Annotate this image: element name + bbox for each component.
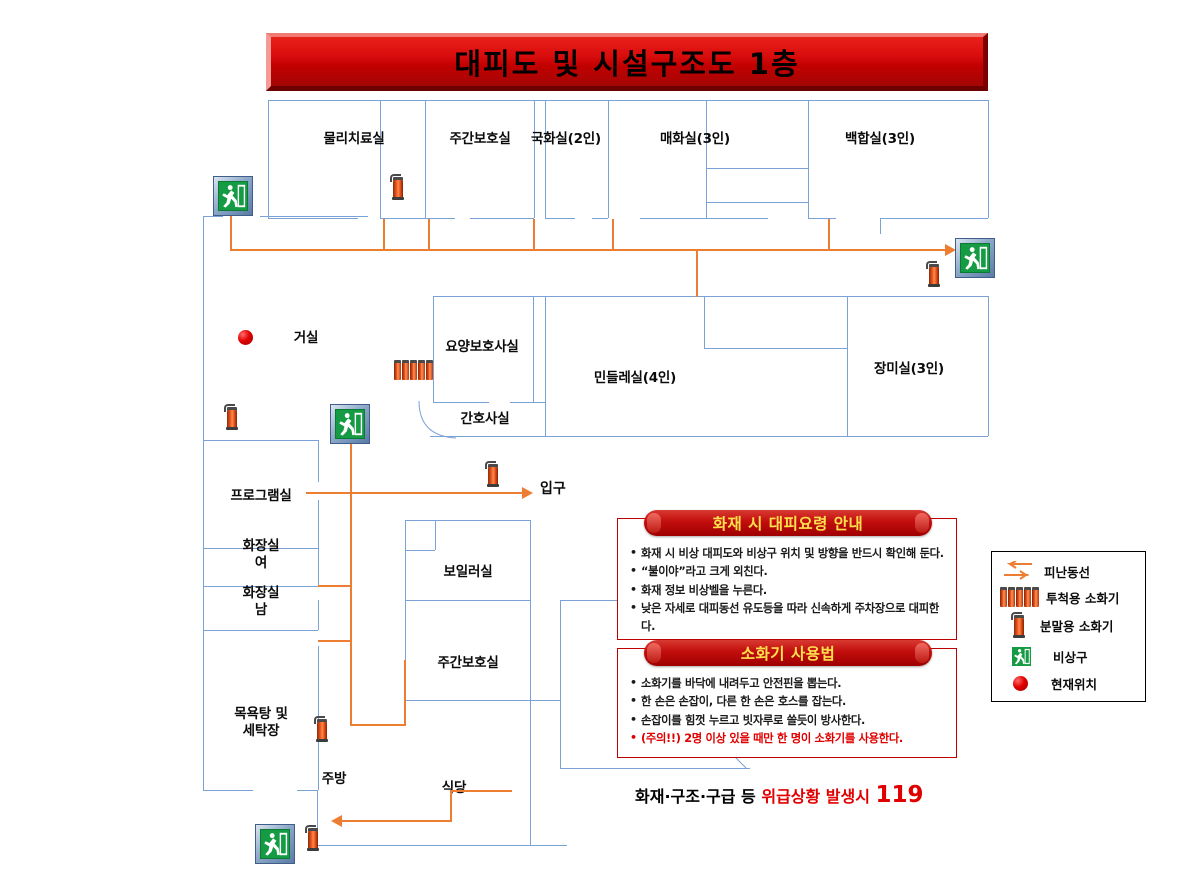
page-title: 대피도 및 시설구조도 1층 (266, 33, 988, 91)
emergency-highlight: 위급상황 발생시 (761, 787, 876, 806)
powder-extinguisher-icon-physio (389, 174, 407, 200)
evacuation-route-icon (1002, 561, 1034, 581)
bullet-item: “불이야”라고 크게 외친다. (628, 562, 946, 581)
legend-item-powder-extinguisher: 분말용 소화기 (1010, 612, 1113, 638)
legend-label-current-location: 현재위치 (1051, 676, 1098, 692)
info-box-evacuation-guide-title-text: 화재 시 대피요령 안내 (712, 515, 864, 533)
powder-extinguisher-icon-bath (313, 716, 331, 742)
legend-label-powder-extinguisher: 분말용 소화기 (1040, 618, 1114, 634)
room-label-toilet-female: 화장실 여 (242, 538, 280, 571)
route-arrow-right-exit (945, 244, 956, 256)
throwing-extinguisher-icon-plan (394, 360, 433, 380)
legend-box: 피난동선 투척용 소화기 분말용 소화기 비상구 (991, 551, 1146, 702)
entrance-label: 입구 (540, 481, 566, 497)
throwing-extinguisher-icon (1000, 587, 1039, 607)
running-man-glyph (222, 184, 246, 208)
bullet-item: 소화기를 바닥에 내려두고 안전핀을 뽑는다. (628, 674, 946, 693)
info-box-evacuation-guide-bullets: 화재 시 비상 대피도와 비상구 위치 및 방향을 반드시 확인해 둔다. “불… (628, 544, 946, 637)
room-label-baekhap: 백합실(3인) (844, 131, 915, 147)
legend-label-emergency-exit: 비상구 (1053, 649, 1088, 665)
room-label-toilet-male: 화장실 남 (242, 585, 280, 618)
bullet-item: 화재 정보 비상벨을 누른다. (628, 581, 946, 600)
room-label-caregiver: 요양보호사실 (445, 339, 519, 355)
info-box-extinguisher-usage: 소화기 사용법 소화기를 바닥에 내려두고 안전핀을 뽑는다. 한 손은 손잡이… (617, 640, 957, 758)
route-arrow-bottom-exit (331, 815, 342, 827)
room-label-maehwa: 매화실(3인) (659, 131, 730, 147)
powder-extinguisher-icon-top-right (925, 261, 943, 287)
room-label-nurse: 간호사실 (460, 411, 510, 427)
info-box-extinguisher-usage-bullets: 소화기를 바닥에 내려두고 안전핀을 뽑는다. 한 손은 손잡이, 다른 한 손… (628, 674, 946, 748)
emergency-call-line: 화재·구조·구급 등 위급상황 발생시 119 (635, 782, 924, 808)
info-box-evacuation-guide-title: 화재 시 대피요령 안내 (644, 510, 932, 536)
room-label-livingroom: 거실 (293, 330, 319, 346)
bullet-item: 한 손은 손잡이, 다른 한 손은 호스를 잡는다. (628, 692, 946, 711)
room-label-physio: 물리치료실 (323, 131, 385, 147)
room-label-kitchen: 주방 (321, 771, 347, 787)
legend-item-current-location: 현재위치 (1013, 670, 1097, 696)
room-label-mindeulle: 민들레실(4인) (593, 370, 677, 386)
info-box-extinguisher-usage-title: 소화기 사용법 (644, 640, 932, 666)
room-label-program: 프로그램실 (230, 488, 292, 504)
info-box-evacuation-guide: 화재 시 대피요령 안내 화재 시 비상 대피도와 비상구 위치 및 방향을 반… (617, 510, 957, 640)
legend-label-evacuation-route: 피난동선 (1044, 564, 1091, 580)
emergency-exit-icon (1012, 646, 1031, 666)
emergency-number: 119 (875, 782, 924, 808)
room-label-daycare-top: 주간보호실 (449, 131, 511, 147)
room-label-daycare-low: 주간보호실 (437, 655, 499, 671)
room-label-dining: 식당 (441, 780, 467, 796)
legend-label-throwing-extinguisher: 투척용 소화기 (1046, 590, 1120, 606)
running-man-glyph (1014, 648, 1030, 664)
running-man-glyph (964, 246, 988, 270)
powder-extinguisher-icon-entrance (484, 461, 502, 487)
nurse-room-curve (418, 400, 457, 439)
bullet-item: 화재 시 비상 대피도와 비상구 위치 및 방향을 반드시 확인해 둔다. (628, 544, 946, 563)
room-label-bath-laundry: 목욕탕 및 세탁장 (234, 706, 288, 739)
room-label-boiler: 보일러실 (443, 564, 493, 580)
current-location-icon (1013, 675, 1028, 691)
bullet-item: 낮은 자세로 대피동선 유도등을 따라 신속하게 주차장으로 대피한다. (628, 599, 946, 637)
legend-item-evacuation-route: 피난동선 (1002, 558, 1090, 584)
powder-extinguisher-icon-bottom (304, 825, 322, 851)
running-man-glyph (264, 832, 288, 856)
powder-extinguisher-icon (1010, 612, 1028, 638)
emergency-exit-icon-top-left (213, 176, 253, 216)
emergency-exit-icon-middle-left (330, 404, 370, 444)
current-location-icon-plan (238, 330, 253, 345)
info-box-extinguisher-usage-title-text: 소화기 사용법 (740, 645, 836, 663)
powder-extinguisher-icon-left (223, 404, 241, 430)
emergency-exit-icon-top-right (955, 238, 995, 278)
bullet-item-warning: (주의!!) 2명 이상 있을 때만 한 명이 소화기를 사용한다. (628, 729, 946, 748)
room-label-jangmi: 장미실(3인) (873, 361, 944, 377)
room-label-gukhwa: 국화실(2인) (530, 131, 601, 147)
legend-item-throwing-extinguisher: 투척용 소화기 (1000, 584, 1119, 610)
legend-item-emergency-exit: 비상구 (1012, 643, 1088, 669)
route-arrow-entrance (522, 487, 533, 499)
emergency-exit-icon-bottom-left (255, 824, 295, 864)
emergency-prefix: 화재·구조·구급 등 (635, 787, 762, 806)
page-title-text: 대피도 및 시설구조도 1층 (454, 46, 800, 81)
running-man-glyph (339, 412, 363, 436)
bullet-item: 손잡이를 힘껏 누르고 빗자루로 쓸듯이 방사한다. (628, 711, 946, 730)
